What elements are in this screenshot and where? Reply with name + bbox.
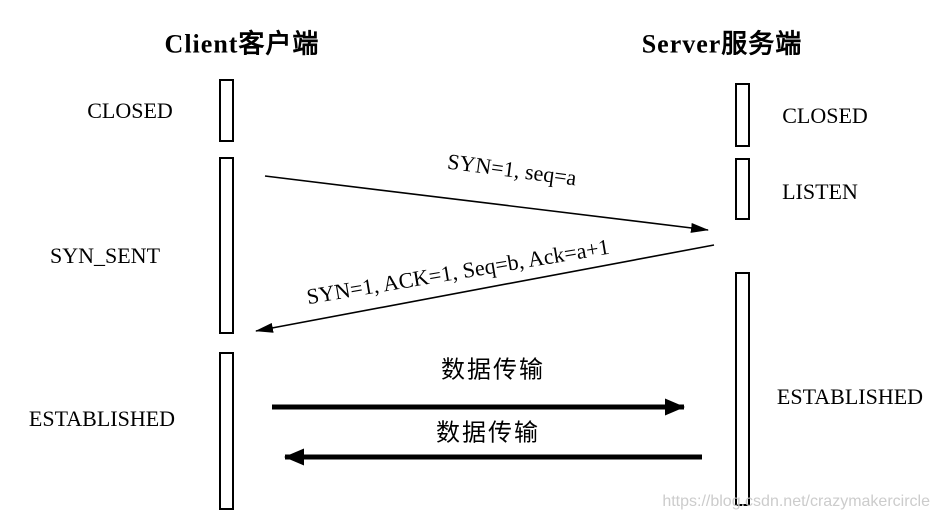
client-state-syn-sent: SYN_SENT <box>49 243 161 268</box>
client-lifeline-bar-syn-sent <box>219 157 234 334</box>
client-state-established: ESTABLISHED <box>28 406 176 431</box>
server-state-closed: CLOSED <box>782 103 868 128</box>
server-lifeline-bar-listen <box>735 158 750 220</box>
client-lifeline-bar-established <box>219 352 234 510</box>
data-transfer-label-top: 数据传输 <box>441 357 545 384</box>
server-state-listen: LISTEN <box>782 179 858 204</box>
server-lifeline-bar-closed <box>735 83 750 147</box>
client-column-title: Client客户端 <box>164 29 320 59</box>
client-state-closed: CLOSED <box>87 98 173 123</box>
watermark-url: https://blog.csdn.net/crazymakercircle <box>662 493 930 510</box>
data-transfer-label-bottom: 数据传输 <box>436 420 540 447</box>
server-state-established: ESTABLISHED <box>776 384 924 409</box>
server-lifeline-bar-established <box>735 272 750 506</box>
client-lifeline-bar-closed <box>219 79 234 142</box>
server-column-title: Server服务端 <box>641 29 803 59</box>
syn-ack-arrow <box>255 244 715 333</box>
syn-arrow <box>264 175 709 233</box>
